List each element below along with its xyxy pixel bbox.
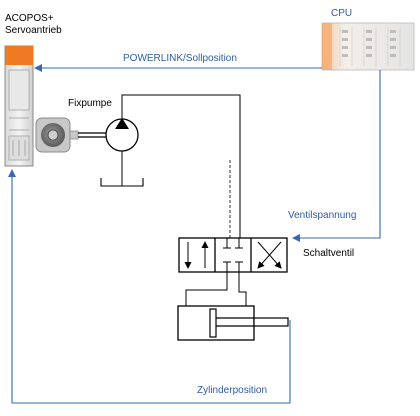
- cylinder-line-a: [185, 272, 228, 306]
- servo-motor: [35, 117, 79, 153]
- fixpumpe-symbol: [105, 118, 139, 152]
- schaltventil-symbol: [178, 237, 288, 273]
- powerlink-label: POWERLINK/Sollposition: [123, 53, 237, 64]
- schaltventil-label: Schaltventil: [303, 248, 354, 259]
- hydraulic-cylinder: [177, 305, 289, 341]
- pressure-line: [121, 94, 241, 238]
- zylinderposition-label: Zylinderposition: [197, 385, 267, 396]
- servo-label-line2: Servoantrieb: [5, 25, 62, 36]
- ventilspannung-line: [292, 70, 381, 242]
- tank-symbol: [100, 178, 144, 187]
- zylinderposition-line: [8, 169, 291, 404]
- cpu-label: CPU: [331, 8, 352, 19]
- servo-label-line1: ACOPOS+: [5, 13, 54, 24]
- cpu-module: [321, 22, 415, 71]
- pump-direction-arrow: [115, 118, 129, 129]
- ventilspannung-label: Ventilspannung: [288, 210, 356, 221]
- servo-drive: [4, 45, 34, 167]
- cylinder-line-b: [238, 272, 247, 306]
- cylinder-rod: [253, 317, 289, 327]
- servo-status-strip: [5, 46, 33, 65]
- fixpumpe-label: Fixpumpe: [68, 98, 112, 109]
